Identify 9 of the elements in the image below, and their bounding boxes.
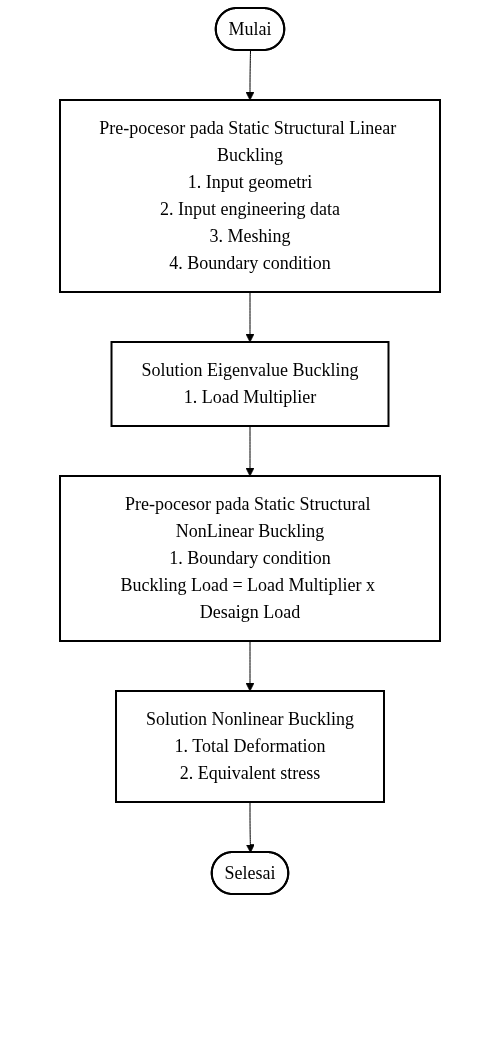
arrow [245, 50, 255, 101]
node-box: Solution Nonlinear Buckling 1. Total Deformation 2. Equivalent stress [115, 690, 385, 803]
node-box: Solution Eigenvalue Buckling 1. Load Multiplier [110, 341, 390, 427]
arrow [245, 640, 255, 692]
arrow [245, 425, 255, 477]
node-box: Pre-pocesor pada Static Structural NonLinear Buckling 1. Boundary condition Buckling Load = Load Multiplier x Desaign Load [59, 475, 441, 642]
node-box: Pre-pocesor pada Static Structural Linear Buckling 1. Input geometri 2. Input engineering data 3. Meshing 4. Boundary condition [59, 99, 441, 293]
arrow [245, 801, 255, 853]
arrow [245, 291, 255, 343]
